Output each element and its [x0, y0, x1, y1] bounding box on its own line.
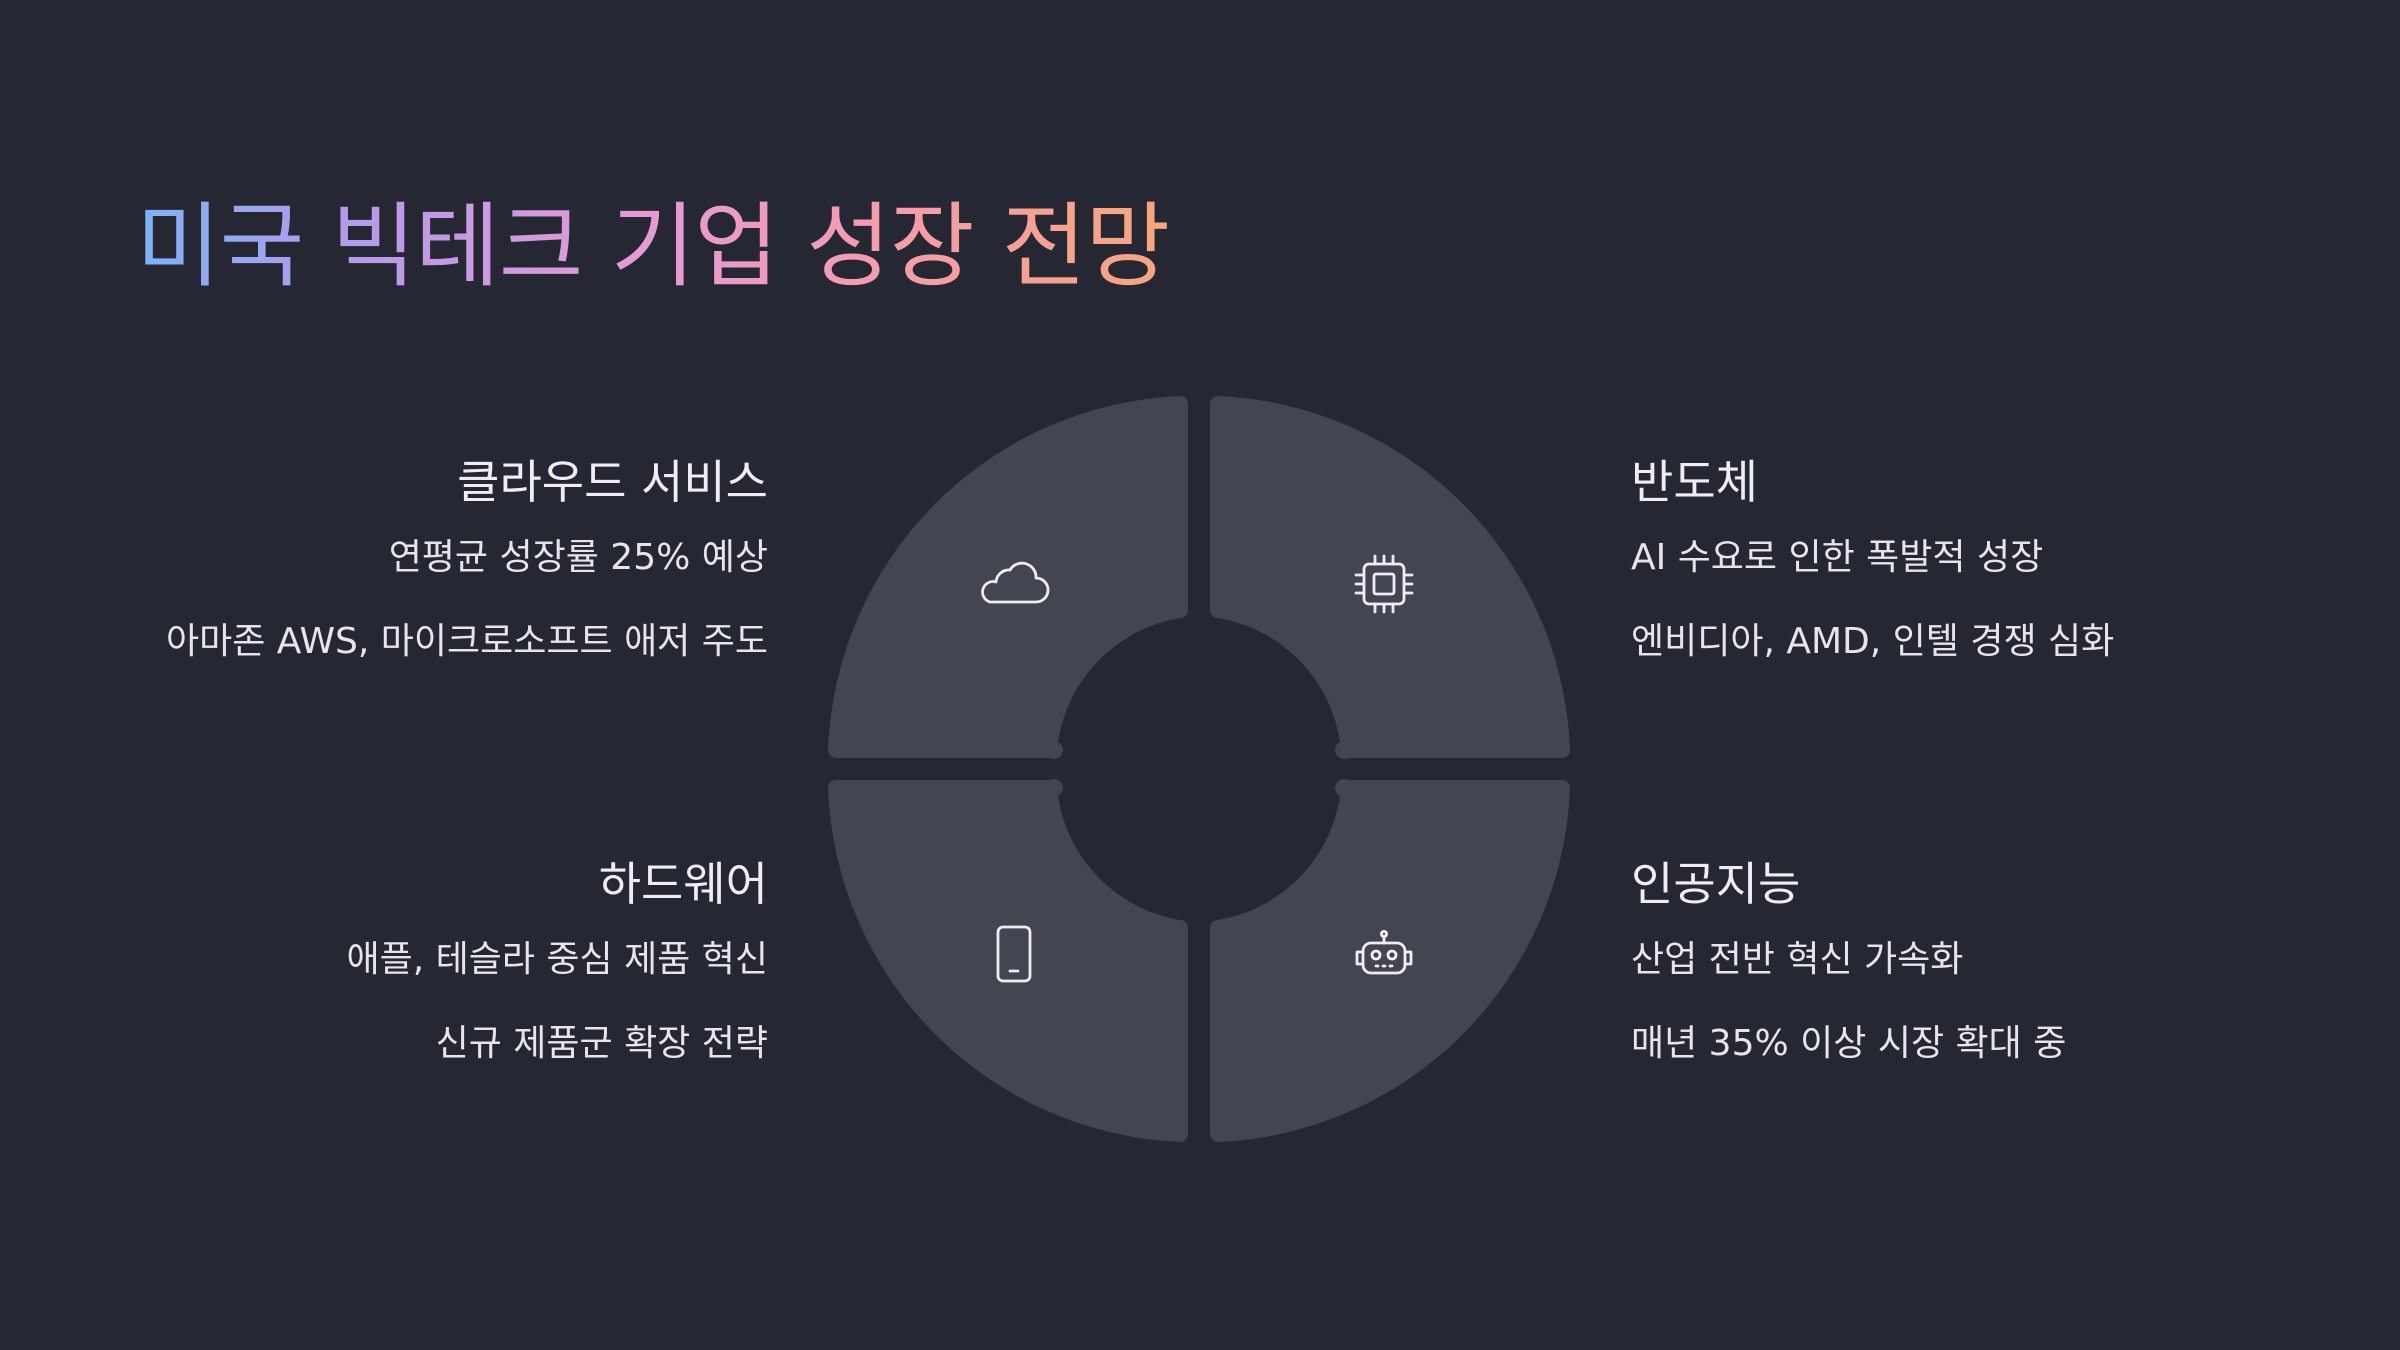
quadrant-heading: 반도체 — [1631, 455, 1758, 509]
quadrant-ai-text: 인공지능 산업 전반 혁신 가속화 매년 35% 이상 시장 확대 중 — [1631, 856, 2066, 1104]
quadrant-heading: 클라우드 서비스 — [457, 455, 768, 509]
quadrant-detail: 산업 전반 혁신 가속화 — [1631, 939, 1964, 980]
page-title: 미국 빅테크 기업 성장 전망 — [136, 193, 1170, 300]
quadrant-hardware-text: 하드웨어 애플, 테슬라 중심 제품 혁신 신규 제품군 확장 전략 — [346, 856, 768, 1104]
smartphone-icon — [996, 925, 1032, 983]
quadrant-detail: 엔비디아, AMD, 인텔 경쟁 심화 — [1631, 621, 2115, 662]
quadrant-detail: 아마존 AWS, 마이크로소프트 애저 주도 — [165, 621, 768, 662]
cloud-icon — [981, 561, 1050, 604]
quadrant-detail: 애플, 테슬라 중심 제품 혁신 — [346, 939, 768, 980]
quadrant-detail: 매년 35% 이상 시장 확대 중 — [1631, 1023, 2067, 1064]
segment-hardware — [828, 779, 1188, 1142]
segment-cloud — [828, 396, 1188, 759]
segment-ai — [1210, 779, 1570, 1142]
chip-icon — [1354, 554, 1414, 614]
quadrant-heading: 인공지능 — [1631, 857, 1801, 911]
quadrant-detail: 연평균 성장률 25% 예상 — [388, 537, 768, 578]
quadrant-heading: 하드웨어 — [598, 857, 768, 911]
segment-chip — [1210, 396, 1570, 759]
quadrant-cloud-text: 클라우드 서비스 연평균 성장률 25% 예상 아마존 AWS, 마이크로소프트… — [166, 454, 768, 702]
quadrant-detail: 신규 제품군 확장 전략 — [435, 1023, 768, 1064]
robot-icon — [1355, 929, 1413, 975]
quadrant-chip-text: 반도체 AI 수요로 인한 폭발적 성장 엔비디아, AMD, 인텔 경쟁 심화 — [1631, 454, 2114, 702]
quadrant-detail: AI 수요로 인한 폭발적 성장 — [1631, 537, 2044, 578]
